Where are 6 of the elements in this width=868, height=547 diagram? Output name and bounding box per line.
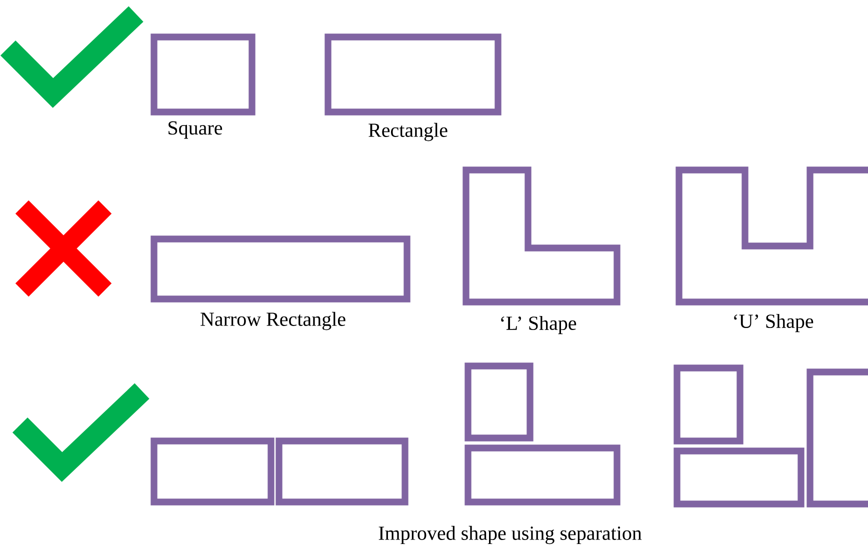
- shape-caption: ‘L’ Shape: [501, 316, 576, 334]
- shape-caption: ‘U’ Shape: [734, 314, 814, 332]
- shape-caption: Improved shape using separation: [378, 526, 642, 544]
- shape-caption: Square: [168, 121, 222, 139]
- shape-caption: Rectangle: [368, 122, 448, 142]
- shape-caption: Narrow Rectangle: [200, 312, 346, 330]
